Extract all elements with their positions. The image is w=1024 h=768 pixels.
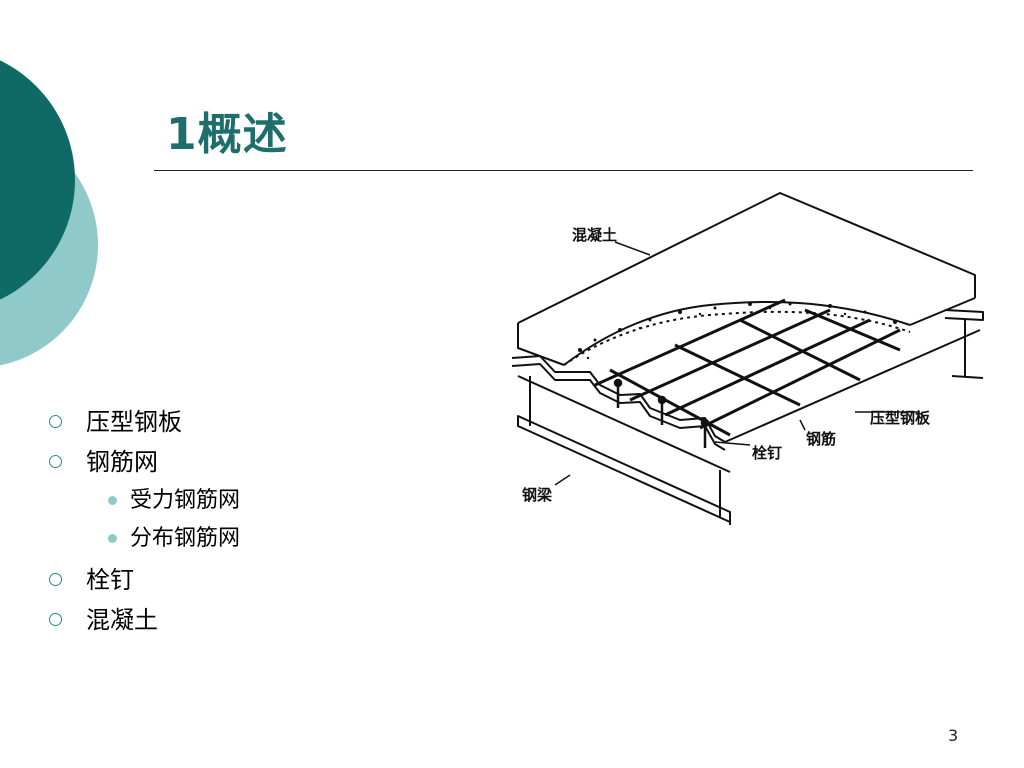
bullet-text: 压型钢板 — [86, 408, 182, 436]
label-concrete: 混凝土 — [572, 226, 617, 244]
sub-bullet-item: 受力钢筋网 — [44, 482, 464, 520]
steel-beam — [517, 375, 731, 525]
bullet-text: 栓钉 — [86, 566, 134, 594]
leader-lines — [554, 241, 920, 486]
bullet-text: 混凝土 — [86, 606, 158, 634]
page-number: 3 — [948, 726, 959, 745]
bullet-item: 钢筋网 — [44, 442, 464, 482]
ring-bullet-icon — [49, 415, 62, 428]
dark-teal-circle — [0, 60, 75, 300]
label-profiled-deck: 压型钢板 — [870, 409, 931, 427]
composite-floor-diagram: 混凝土 压型钢板 钢筋 栓钉 钢梁 — [511, 192, 984, 525]
bullet-text: 钢筋网 — [86, 448, 158, 476]
ring-bullet-icon — [49, 455, 62, 468]
label-steel-beam: 钢梁 — [522, 486, 553, 504]
rebar-mesh — [594, 298, 901, 437]
concrete-slab — [517, 192, 976, 366]
sub-bullet-item: 分布钢筋网 — [44, 520, 464, 558]
dot-bullet-icon — [108, 534, 117, 543]
steel-beam-right — [944, 309, 984, 379]
label-rebar: 钢筋 — [806, 430, 836, 448]
bullet-list: 压型钢板 钢筋网 受力钢筋网 分布钢筋网 栓钉 混凝土 — [44, 402, 464, 640]
bullet-item: 混凝土 — [44, 600, 464, 640]
shear-studs — [613, 378, 710, 448]
decorative-circles — [0, 60, 98, 366]
ring-bullet-icon — [49, 613, 62, 626]
bullet-item: 栓钉 — [44, 560, 464, 600]
ring-bullet-icon — [49, 573, 62, 586]
slide-title: 1概述 — [166, 109, 288, 160]
sub-bullet-text: 分布钢筋网 — [130, 526, 241, 551]
concrete-aggregate — [578, 302, 897, 360]
dot-bullet-icon — [108, 496, 117, 505]
bullet-item: 压型钢板 — [44, 402, 464, 442]
title-divider — [154, 170, 973, 171]
sub-bullet-text: 受力钢筋网 — [130, 488, 241, 513]
label-shear-stud: 栓钉 — [752, 444, 782, 462]
